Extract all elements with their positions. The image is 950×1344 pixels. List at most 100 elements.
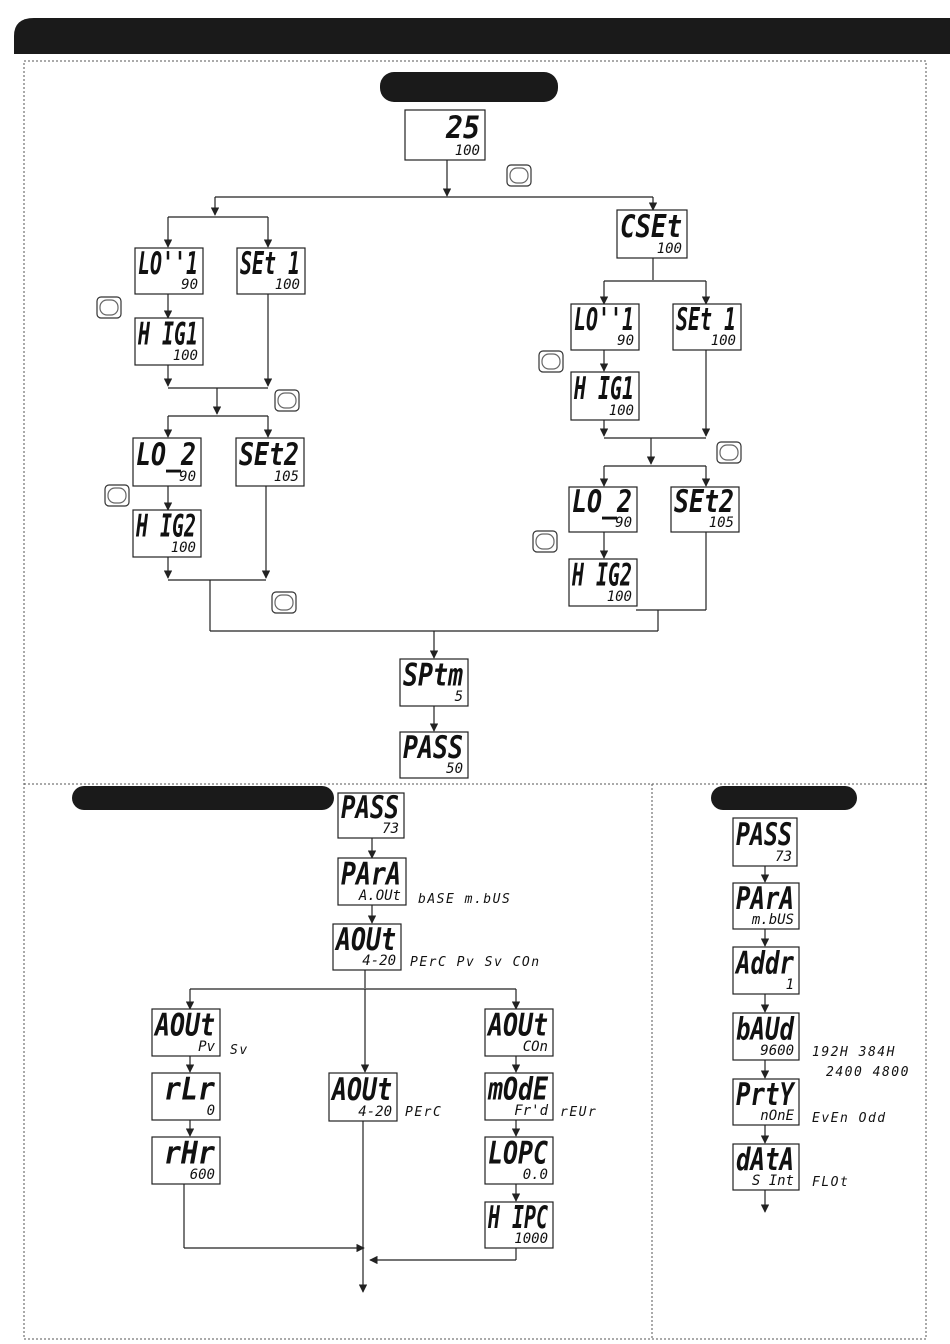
lcd-bottom-value: 100	[607, 589, 632, 605]
lcd-frame	[670, 486, 740, 533]
lcd-top-value: PASS	[341, 790, 399, 826]
section-bar-analog-output	[72, 786, 334, 810]
data-format-options: FLOt	[812, 1175, 849, 1190]
lcd-top-value: SEt 1	[240, 246, 300, 282]
lcd-frame	[399, 658, 469, 707]
panel-borders	[23, 60, 927, 1340]
lcd-bottom-value: Fr'd	[514, 1103, 548, 1119]
lcd-top-value: CSEt	[620, 209, 682, 245]
lcd-top-value: PASS	[736, 817, 792, 853]
lcd-bottom-value: 90	[617, 333, 634, 349]
lcd-top-value: AOUt	[153, 1007, 215, 1043]
lcd-bottom-value: A.OUt	[358, 888, 401, 904]
lcd-bottom-value: 73	[382, 821, 399, 837]
lcd-top-value: H IPC	[487, 1200, 548, 1236]
lcd-frame	[484, 1008, 554, 1057]
baud-options: 2400 4800	[826, 1065, 910, 1080]
lcd-frame	[404, 109, 486, 161]
lcd-bottom-value: 100	[711, 333, 736, 349]
lcd-frame	[484, 1072, 554, 1121]
lcd-bottom-value: 90	[181, 277, 198, 293]
key-icon	[538, 350, 564, 373]
lcd-top-value: PASS	[403, 730, 463, 766]
lcd-frame	[332, 923, 402, 971]
lcd-top-value: bAUd	[736, 1011, 795, 1047]
lcd-frame	[570, 371, 640, 421]
key-icon	[96, 296, 122, 319]
lcd-top-value: SPtm	[403, 657, 463, 693]
option-labels: bASE m.bUS PErC Pv Sv COn Sv PErC rEUr 1…	[230, 892, 910, 1190]
lcd-bottom-value: Pv	[198, 1039, 215, 1055]
lcd-top-value: LO_2	[572, 484, 632, 520]
lcd-frame	[732, 1143, 800, 1191]
lcd-top-value: H IG1	[137, 316, 198, 352]
lcd-frame	[151, 1008, 221, 1057]
lcd-top-value: PrtY	[736, 1077, 796, 1113]
lcd-bottom-value: 0.0	[523, 1167, 548, 1183]
lcd-top-value: LO_2	[136, 437, 196, 473]
lcd-top-value: rLr	[164, 1071, 215, 1107]
key-icon	[271, 591, 297, 614]
lcd-bottom-value: 50	[446, 761, 463, 777]
lcd-top-value: SEt2	[674, 484, 734, 520]
key-icon	[716, 441, 742, 464]
lcd-display-lo2-b: LO_290	[568, 484, 638, 533]
lcd-top-value: rHr	[164, 1135, 215, 1171]
lcd-top-value: Addr	[734, 945, 794, 981]
lcd-top-value: LOPC	[488, 1135, 548, 1171]
key-icon	[506, 164, 532, 187]
lcd-frame	[236, 247, 306, 295]
lcd-bottom-value: 90	[179, 469, 196, 485]
lcd-frame	[732, 1012, 800, 1061]
lcd-top-value: AOUt	[334, 922, 396, 958]
lcd-bottom-value: S Int	[752, 1173, 794, 1189]
lcd-top-value: SEt2	[239, 437, 299, 473]
lcd-bottom-value: m.bUS	[751, 912, 794, 928]
lcd-top-value: AOUt	[486, 1007, 548, 1043]
lcd-frame	[337, 857, 407, 906]
lcd-top-value: PArA	[341, 856, 401, 892]
lcd-bottom-value: 105	[274, 469, 299, 485]
lcd-bottom-value: 0	[207, 1103, 215, 1119]
lcd-top-value: PArA	[736, 881, 794, 917]
lcd-top-value: H IG2	[135, 508, 196, 544]
lcd-frame	[337, 792, 405, 839]
lcd-frame	[134, 247, 204, 295]
lcd-frame	[616, 209, 688, 259]
lcd-frame	[132, 437, 202, 487]
lcd-frame	[399, 731, 469, 779]
section-bar-user-menu	[380, 72, 558, 102]
lcd-bottom-value: 100	[171, 540, 196, 556]
lcd-frame	[570, 303, 640, 351]
lcd-top-value: SEt 1	[676, 302, 736, 338]
key-icon	[532, 530, 558, 553]
lcd-frame	[732, 946, 800, 995]
key-icon	[274, 389, 300, 412]
lcd-bottom-value: 105	[709, 515, 734, 531]
lcd-bottom-value: nOnE	[760, 1108, 794, 1124]
